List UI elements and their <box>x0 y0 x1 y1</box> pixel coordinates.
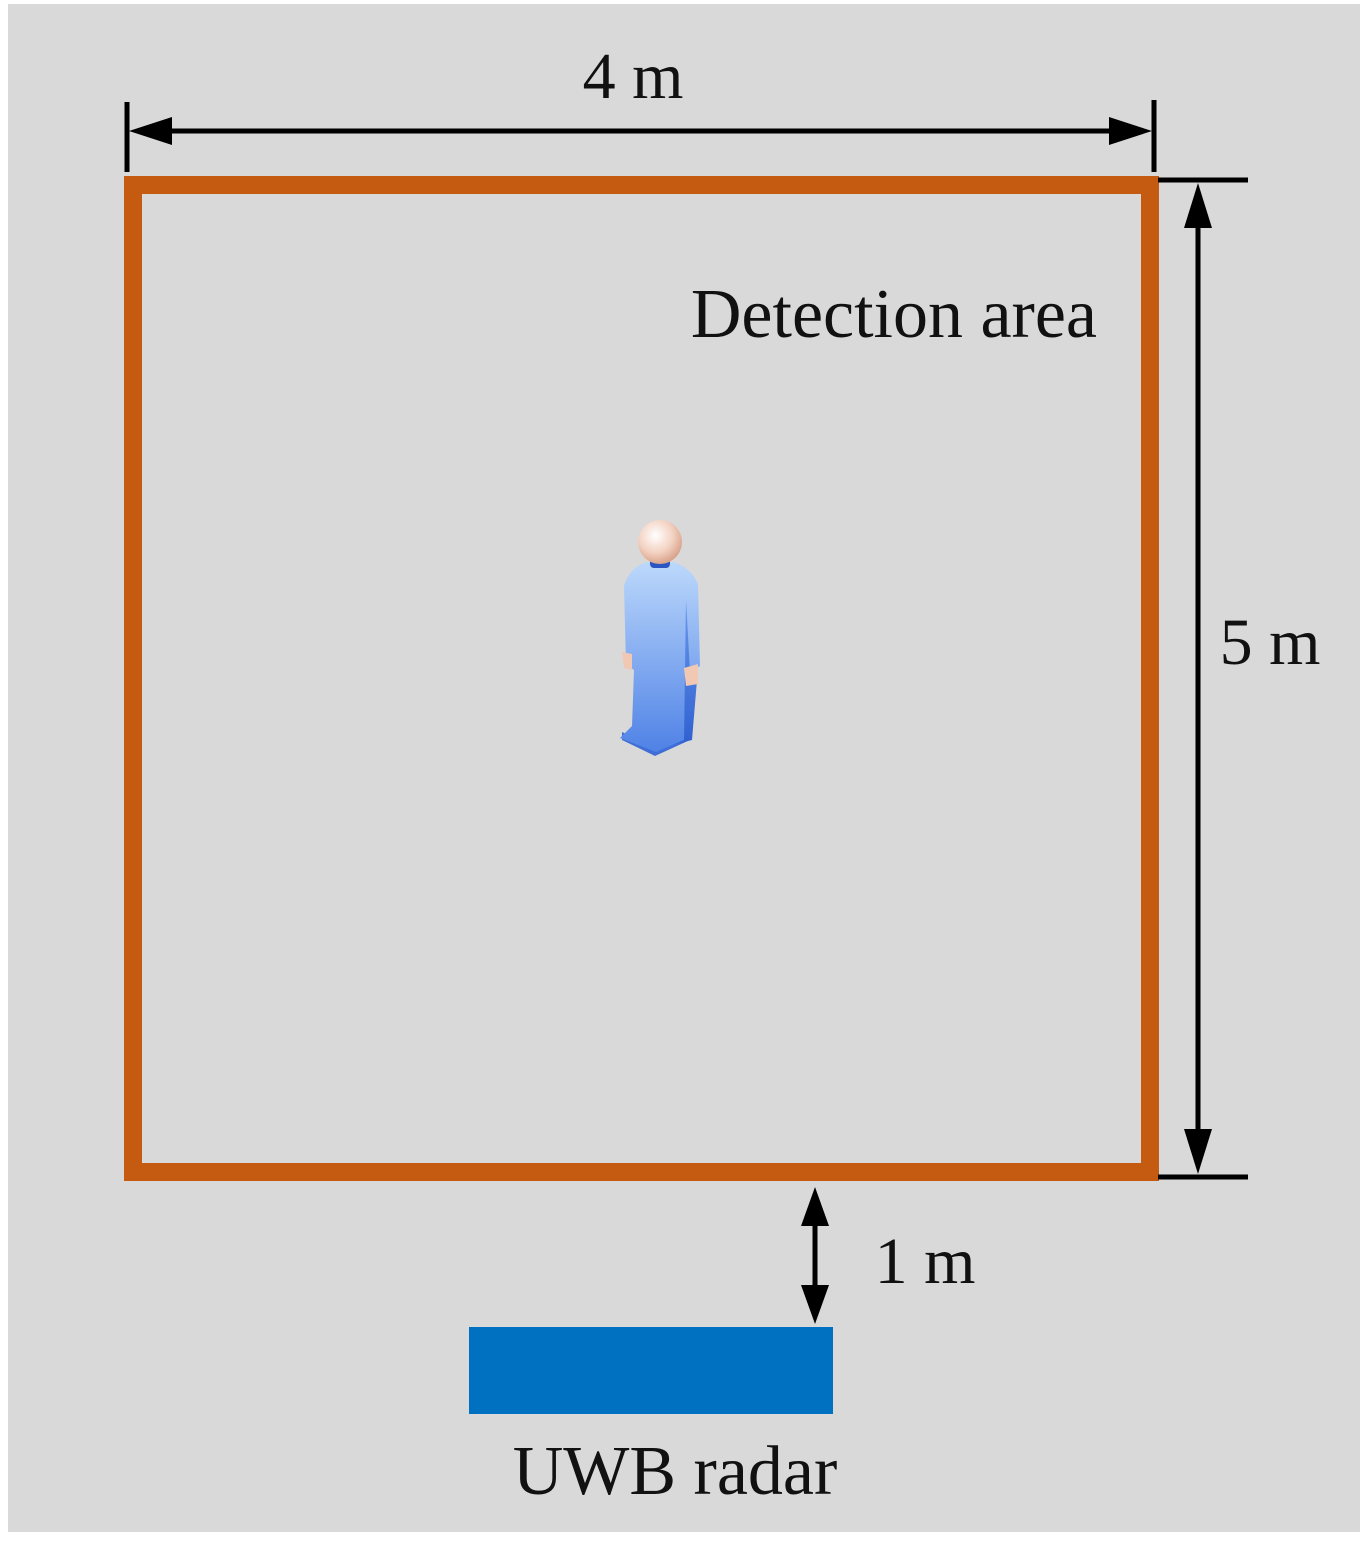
person-right-hand <box>684 664 698 686</box>
gap-label: 1 m <box>875 1225 976 1298</box>
height-dimension <box>1158 177 1248 1180</box>
person-left-hand <box>622 652 632 670</box>
width-dimension <box>124 100 1157 172</box>
person-body <box>620 562 700 752</box>
person-head <box>638 520 682 564</box>
uwb-radar-label: UWB radar <box>513 1433 838 1510</box>
width-arrowhead-left <box>129 117 172 145</box>
person-standing-icon <box>620 520 700 756</box>
uwb-radar-block <box>469 1327 833 1414</box>
gap-arrowhead-bottom <box>801 1285 829 1324</box>
width-label: 4 m <box>583 40 684 113</box>
height-label: 5 m <box>1220 606 1321 679</box>
gap-dimension <box>801 1187 829 1324</box>
width-arrowhead-right <box>1109 117 1152 145</box>
gap-arrowhead-top <box>801 1187 829 1226</box>
height-arrowhead-bottom <box>1184 1129 1212 1174</box>
detection-area-label: Detection area <box>691 276 1097 353</box>
background-panel <box>8 4 1360 1532</box>
detection-area-border <box>124 176 1159 1181</box>
height-arrowhead-top <box>1184 183 1212 228</box>
